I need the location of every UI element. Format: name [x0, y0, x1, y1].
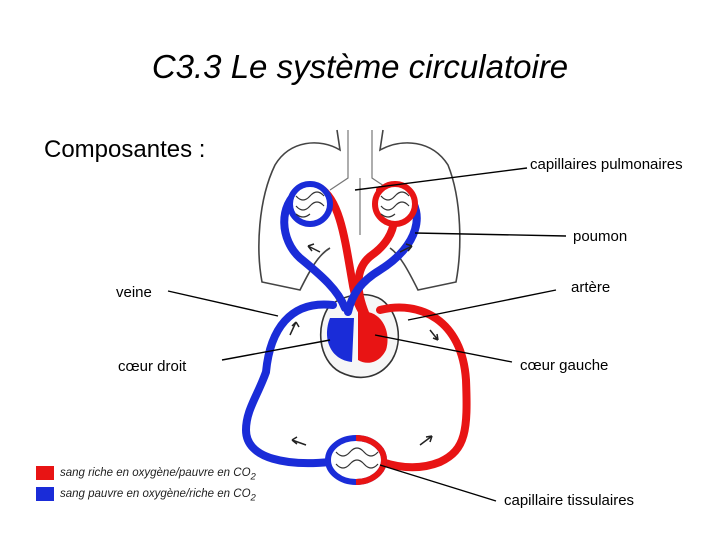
label-poumon: poumon	[573, 228, 628, 245]
subtitle: Composantes :	[44, 136, 206, 163]
page-title: C3.3 Le système circulatoire	[151, 48, 569, 85]
legend-deoxygenated: sang pauvre en oxygène/riche en CO2	[36, 487, 256, 503]
legend-oxygenated: sang riche en oxygène/pauvre en CO2	[36, 466, 256, 482]
label-capillaires-pulmonaires: capillaires pulmonaires	[530, 156, 683, 173]
legend-swatch-red	[36, 466, 54, 480]
pulmonary-capillaries-right	[372, 181, 418, 227]
right-heart-chambers	[326, 318, 354, 362]
legend-swatch-blue	[36, 487, 54, 501]
pulmonary-capillaries-left	[287, 181, 333, 227]
label-coeur-droit: cœur droit	[118, 358, 187, 375]
flow-arrows	[289, 243, 439, 446]
left-heart-chambers	[358, 311, 388, 363]
lungs-outline	[258, 129, 461, 291]
label-artere: artère	[571, 279, 611, 296]
tissue-capillaries	[325, 435, 387, 485]
label-coeur-gauche: cœur gauche	[520, 357, 609, 374]
label-capillaire-tissulaires: capillaire tissulaires	[504, 492, 635, 509]
leader-lines	[167, 167, 567, 502]
label-veine: veine	[116, 284, 152, 301]
